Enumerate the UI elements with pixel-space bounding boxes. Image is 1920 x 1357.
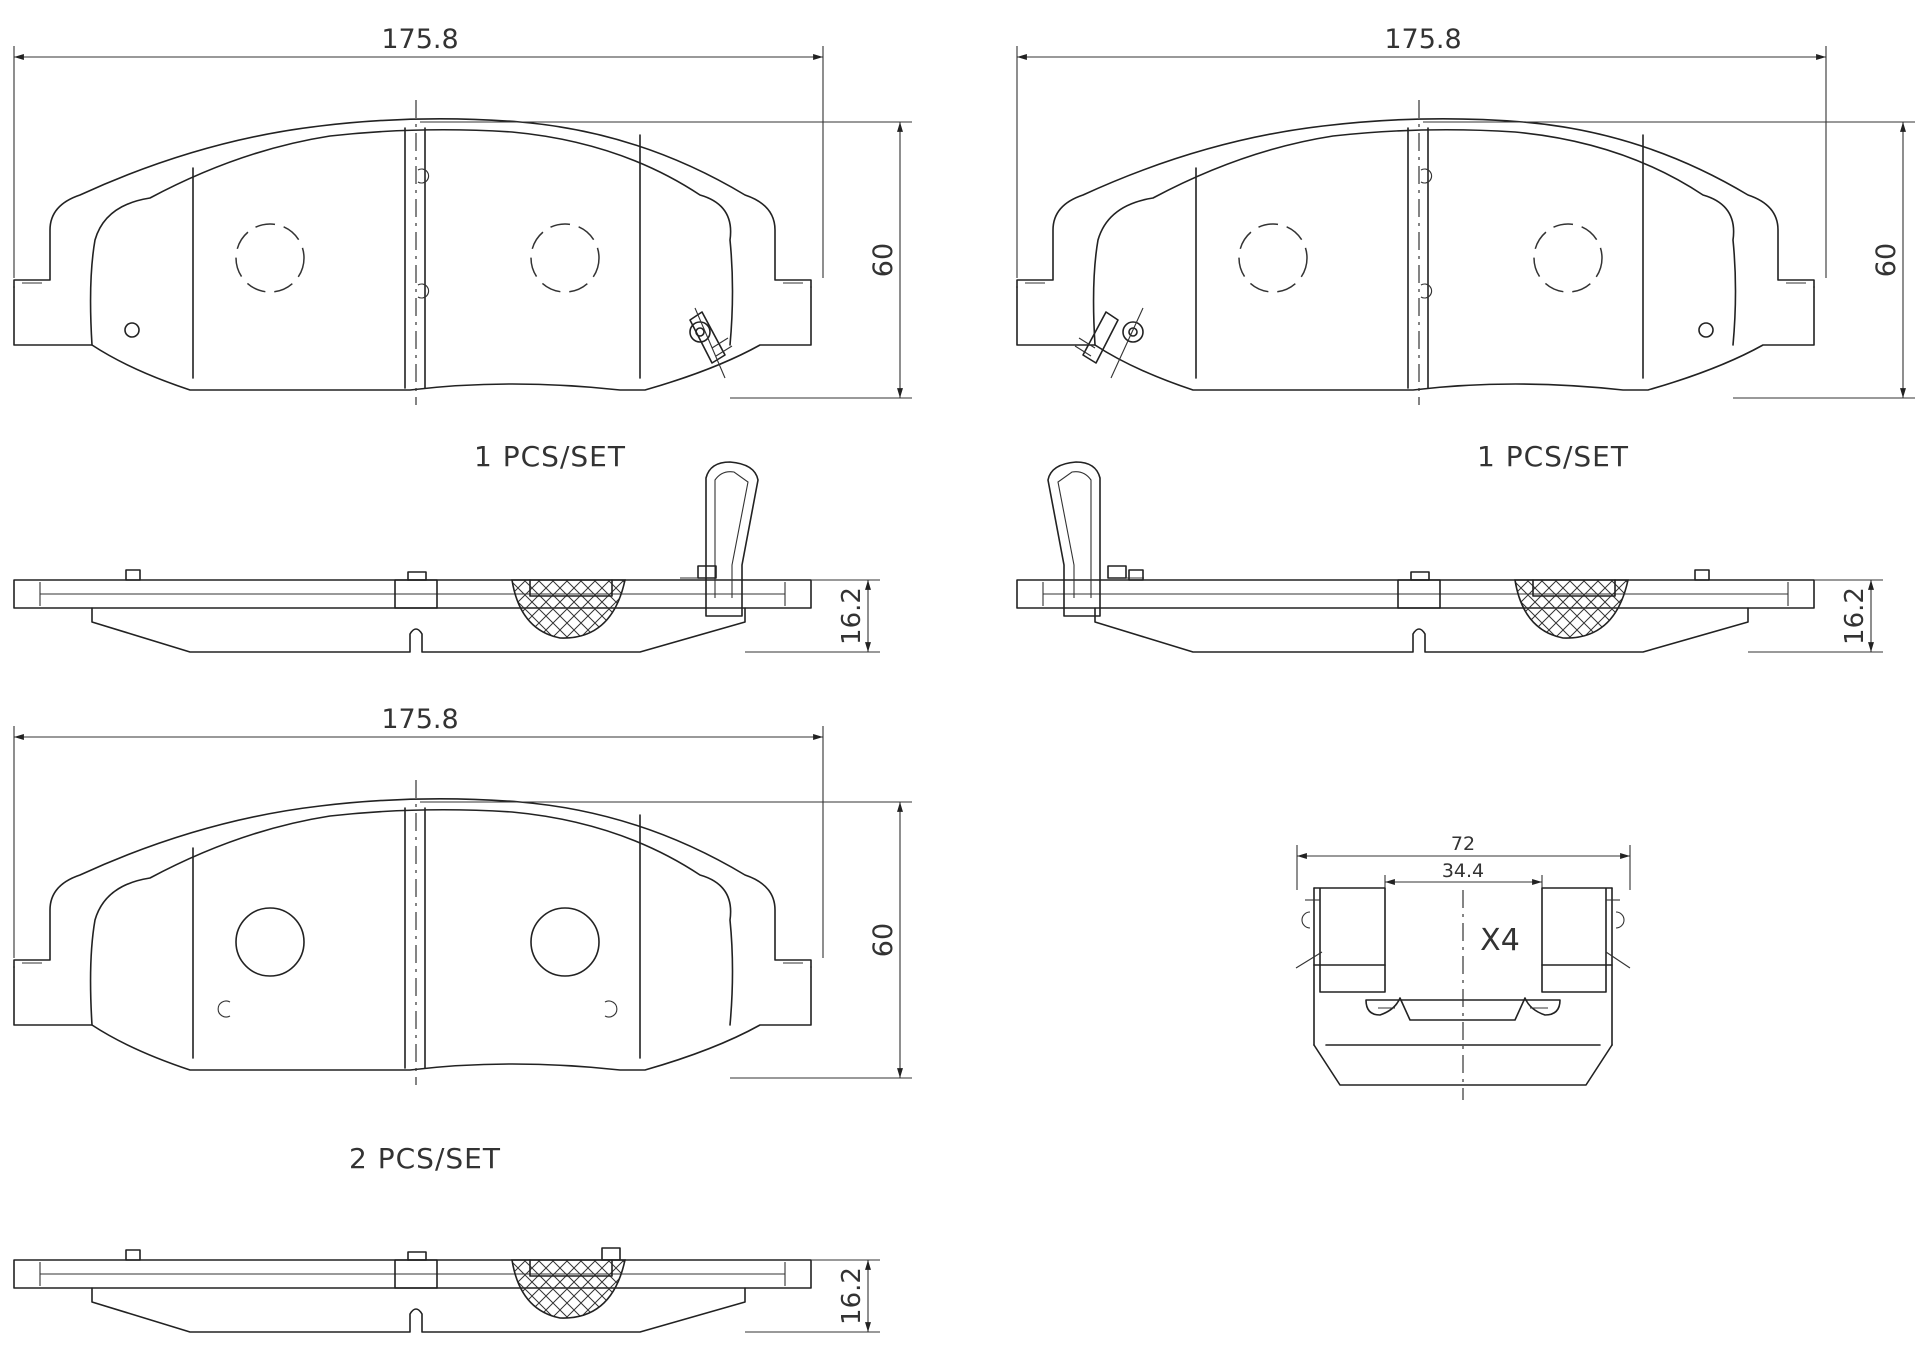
width-dimension: 175.8	[381, 704, 458, 735]
wear-sensor-icon	[689, 307, 733, 379]
wear-sensor-icon	[1074, 307, 1144, 379]
inner-dimension: 34.4	[1442, 860, 1484, 882]
width-dimension: 175.8	[381, 24, 458, 55]
bottom-left-dimensions: 175.8 60 2 PCS/SET	[13, 704, 912, 1175]
piston-circle-left	[235, 223, 305, 293]
top-right-front-view	[1016, 99, 1815, 406]
piston-section	[511, 579, 626, 639]
height-dimension: 60	[868, 243, 899, 277]
height-dimension: 60	[868, 923, 899, 957]
quantity-label: X4	[1480, 923, 1520, 958]
top-left-front-view: 175.8 60 1 PCS/SET	[13, 24, 912, 473]
thickness-dimension: 16.2	[837, 587, 867, 645]
top-left-side-view: 16.2	[13, 461, 880, 653]
top-right-dimensions: 175.8 60 1 PCS/SET	[1016, 24, 1915, 473]
thickness-dimension: 16.2	[1840, 587, 1870, 645]
width-dimension: 175.8	[1384, 24, 1461, 55]
top-right-side-view: 16.2	[1016, 461, 1883, 653]
set-label: 1 PCS/SET	[474, 440, 626, 473]
bottom-left-side-view: 16.2	[13, 1247, 880, 1333]
height-dimension: 60	[1871, 243, 1902, 277]
outer-dimension: 72	[1451, 833, 1475, 855]
shim-clip-view: 72 34.4 X4	[1295, 833, 1631, 1100]
set-label: 1 PCS/SET	[1477, 440, 1629, 473]
piston-circle-right	[530, 223, 600, 293]
bottom-left-front-view	[13, 779, 812, 1086]
thickness-dimension: 16.2	[837, 1267, 867, 1325]
set-label: 2 PCS/SET	[349, 1142, 501, 1175]
